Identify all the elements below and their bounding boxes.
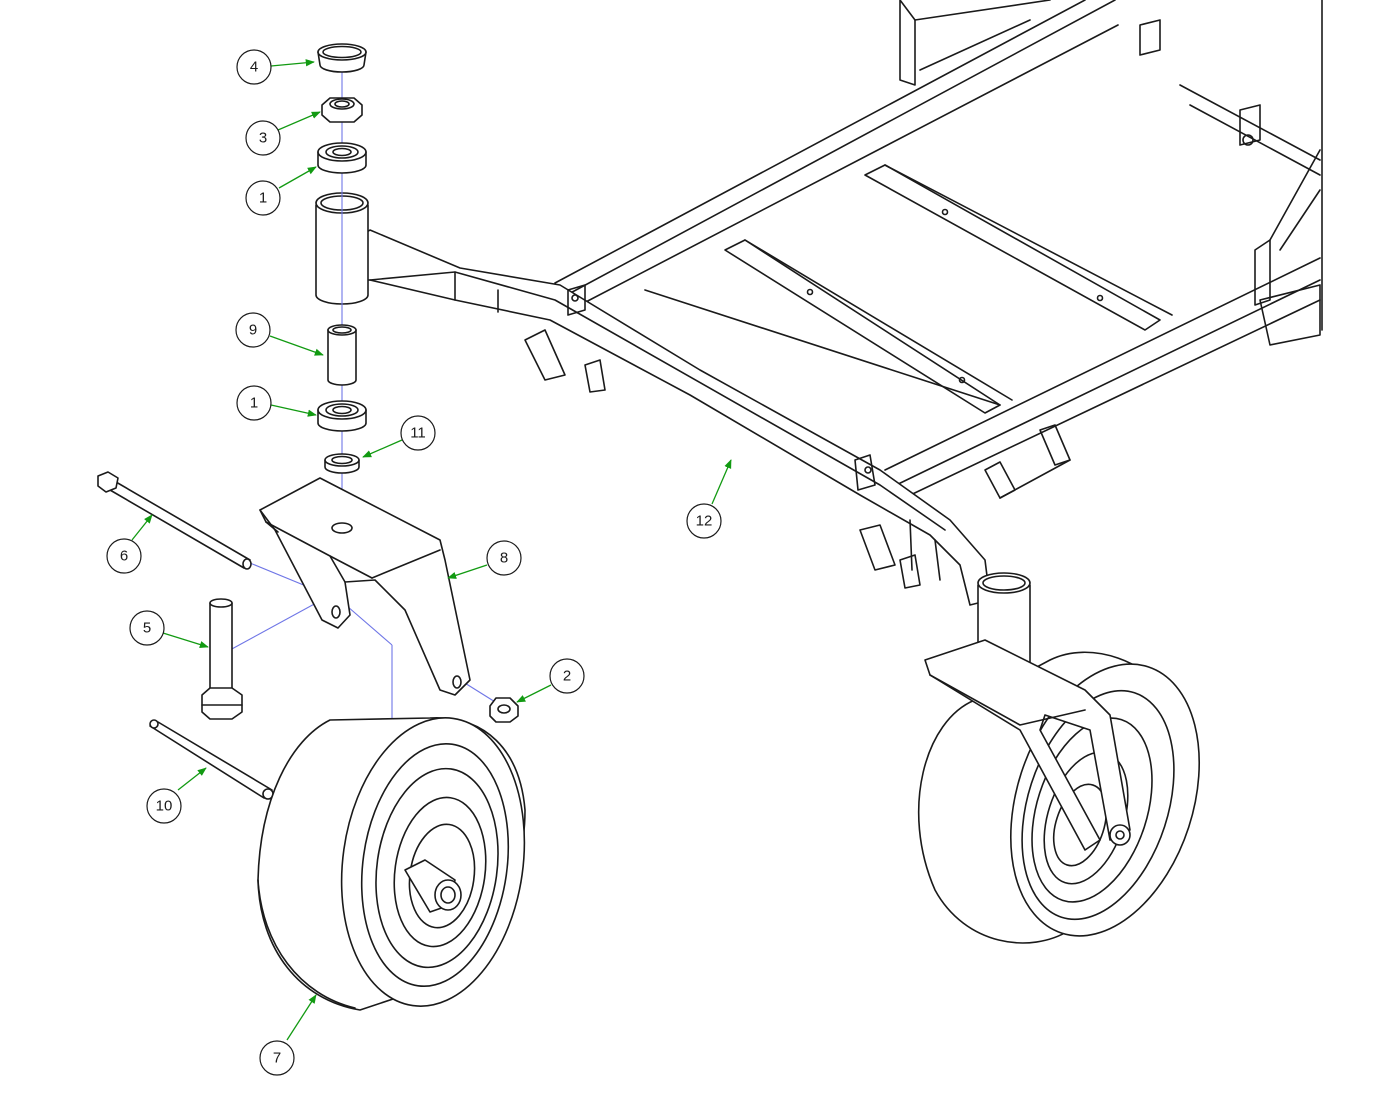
- callout-4: 4: [236, 49, 272, 85]
- part-bolt: [201, 598, 243, 720]
- callout-6: 6: [106, 538, 142, 574]
- callout-label: 2: [563, 668, 571, 685]
- callout-1-upper: 1: [245, 180, 281, 216]
- callout-leaders: [131, 59, 732, 1041]
- part-wheel: [257, 717, 526, 1011]
- callout-label: 11: [410, 425, 426, 442]
- part-seal-washer: [324, 453, 360, 474]
- part-locknut: [489, 697, 519, 723]
- callout-label: 6: [120, 548, 128, 565]
- callout-8: 8: [486, 540, 522, 576]
- part-axle-tube: [149, 719, 274, 800]
- part-nut: [321, 97, 363, 123]
- part-bearing-lower: [317, 400, 367, 432]
- callout-label: 3: [259, 130, 267, 147]
- part-bearing-upper: [317, 142, 367, 174]
- callout-label: 5: [143, 620, 151, 637]
- callout-7: 7: [259, 1040, 295, 1076]
- callout-label: 1: [250, 395, 258, 412]
- callout-11: 11: [400, 415, 436, 451]
- callout-label: 12: [696, 513, 713, 530]
- part-dust-cap: [317, 43, 367, 73]
- assembled-caster-wheel: [917, 639, 1201, 944]
- callout-12: 12: [686, 503, 722, 539]
- callout-1-lower: 1: [236, 385, 272, 421]
- callout-10: 10: [146, 788, 182, 824]
- callout-label: 8: [500, 550, 508, 567]
- callout-label: 10: [156, 798, 173, 815]
- callout-3: 3: [245, 120, 281, 156]
- callout-label: 4: [250, 59, 258, 76]
- callout-label: 7: [273, 1050, 281, 1067]
- part-spacer-tube: [327, 324, 357, 386]
- part-axle-rod: [97, 471, 252, 570]
- part-caster-fork: [259, 477, 471, 696]
- callout-2: 2: [549, 658, 585, 694]
- callout-label: 9: [249, 322, 257, 339]
- callout-label: 1: [259, 190, 267, 207]
- callout-9: 9: [235, 312, 271, 348]
- callout-5: 5: [129, 610, 165, 646]
- mower-frame: [315, 0, 1323, 685]
